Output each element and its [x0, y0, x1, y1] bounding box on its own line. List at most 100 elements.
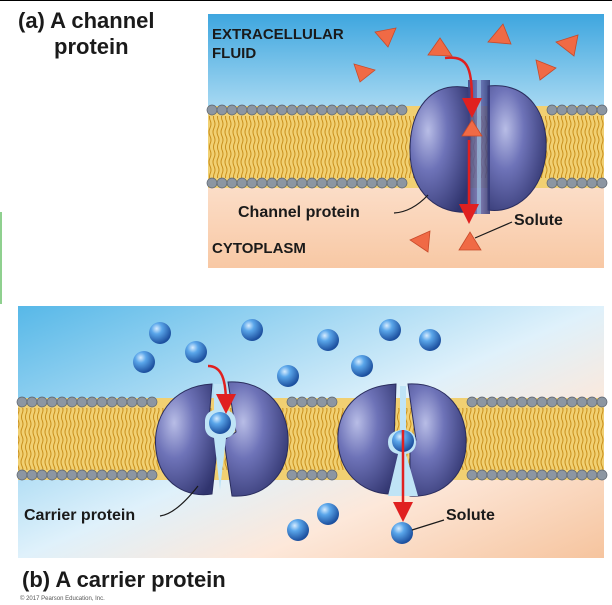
phospholipid-head [376, 104, 388, 116]
phospholipid-head [576, 104, 588, 116]
phospholipid-head [86, 469, 98, 481]
phospholipid-head [146, 469, 158, 481]
panel-b-title: (b) A carrier protein [22, 567, 226, 592]
phospholipid-head [46, 469, 58, 481]
phospholipid-head [16, 469, 28, 481]
phospholipid-head [16, 396, 28, 408]
solute-sphere [419, 329, 441, 351]
phospholipid-head [136, 396, 148, 408]
phospholipid-head [546, 469, 558, 481]
channel-protein-leader [393, 194, 429, 214]
phospholipid-head [116, 469, 128, 481]
phospholipid-head [286, 177, 298, 189]
channel-flow-arrow [444, 56, 482, 118]
phospholipid-head [226, 177, 238, 189]
solute-leader-a [474, 221, 513, 239]
phospholipid-head [396, 177, 408, 189]
phospholipid-head [346, 177, 358, 189]
phospholipid-head [36, 469, 48, 481]
phospholipid-head [316, 104, 328, 116]
phospholipid-head [236, 104, 248, 116]
panel-b-membrane [16, 396, 608, 481]
phospholipid-head [36, 396, 48, 408]
phospholipid-head [486, 396, 498, 408]
solute-triangles [353, 23, 579, 253]
phospholipid-head [246, 177, 258, 189]
channel-protein-label: Channel protein [238, 204, 360, 221]
phospholipid-head [326, 469, 338, 481]
phospholipid-head [586, 177, 598, 189]
phospholipid-head [586, 104, 598, 116]
phospholipid-head [466, 396, 478, 408]
phospholipid-head [326, 396, 338, 408]
phospholipid-head [316, 469, 328, 481]
solute-label-b: Solute [446, 507, 495, 524]
phospholipid-head [496, 396, 508, 408]
carrier-entry-arrow [207, 364, 236, 414]
phospholipid-head [356, 177, 368, 189]
solute-sphere [391, 522, 413, 544]
phospholipid-head [596, 177, 608, 189]
solute-sphere [379, 319, 401, 341]
phospholipid-head [286, 104, 298, 116]
channel-protein [409, 80, 547, 214]
phospholipid-head [96, 469, 108, 481]
solute-sphere [277, 365, 299, 387]
phospholipid-head [246, 104, 258, 116]
phospholipid-head [356, 104, 368, 116]
phospholipid-head [536, 396, 548, 408]
panel-a-title-line1: (a) A channel [18, 8, 155, 33]
extracellular-fluid-label: EXTRACELLULAR FLUID [212, 25, 344, 63]
phospholipid-head [516, 396, 528, 408]
phospholipid-head [546, 177, 558, 189]
phospholipid-head [306, 469, 318, 481]
phospholipid-head [526, 469, 538, 481]
phospholipid-head [566, 469, 578, 481]
phospholipid-head [576, 396, 588, 408]
phospholipid-head [126, 396, 138, 408]
cytoplasm-label: CYTOPLASM [212, 240, 306, 257]
phospholipid-head [56, 396, 68, 408]
panel-a-title: (a) A channel protein [18, 8, 208, 60]
phospholipid-head [556, 177, 568, 189]
phospholipid-head [66, 469, 78, 481]
phospholipid-head [276, 177, 288, 189]
solute-leader-b [411, 519, 445, 531]
solute-sphere [351, 355, 373, 377]
phospholipid-head [286, 469, 298, 481]
phospholipid-head [106, 396, 118, 408]
phospholipid-head [86, 396, 98, 408]
phospholipid-head [296, 104, 308, 116]
phospholipid-head [296, 396, 308, 408]
solute-sphere [287, 519, 309, 541]
phospholipid-head [566, 177, 578, 189]
phospholipid-head [266, 104, 278, 116]
phospholipid-head [316, 177, 328, 189]
panel-a-membrane [206, 104, 608, 189]
phospholipid-head [506, 396, 518, 408]
phospholipid-head [576, 177, 588, 189]
phospholipid-head [56, 469, 68, 481]
phospholipid-head [326, 104, 338, 116]
phospholipid-head [226, 104, 238, 116]
phospholipid-head [216, 104, 228, 116]
phospholipid-head [556, 396, 568, 408]
solute-sphere [133, 351, 155, 373]
phospholipid-head [136, 469, 148, 481]
phospholipid-head [296, 177, 308, 189]
solute-sphere [317, 329, 339, 351]
carrier-protein-label: Carrier protein [24, 507, 136, 524]
phospholipid-head [66, 396, 78, 408]
phospholipid-head [506, 469, 518, 481]
phospholipid-head [396, 104, 408, 116]
panel-a-title-line2: protein [54, 34, 129, 59]
phospholipid-head [146, 396, 158, 408]
phospholipid-head [256, 177, 268, 189]
phospholipid-head [486, 469, 498, 481]
phospholipid-head [376, 177, 388, 189]
phospholipid-head [96, 396, 108, 408]
solute-sphere [185, 341, 207, 363]
phospholipid-head [276, 104, 288, 116]
phospholipid-head [306, 104, 318, 116]
